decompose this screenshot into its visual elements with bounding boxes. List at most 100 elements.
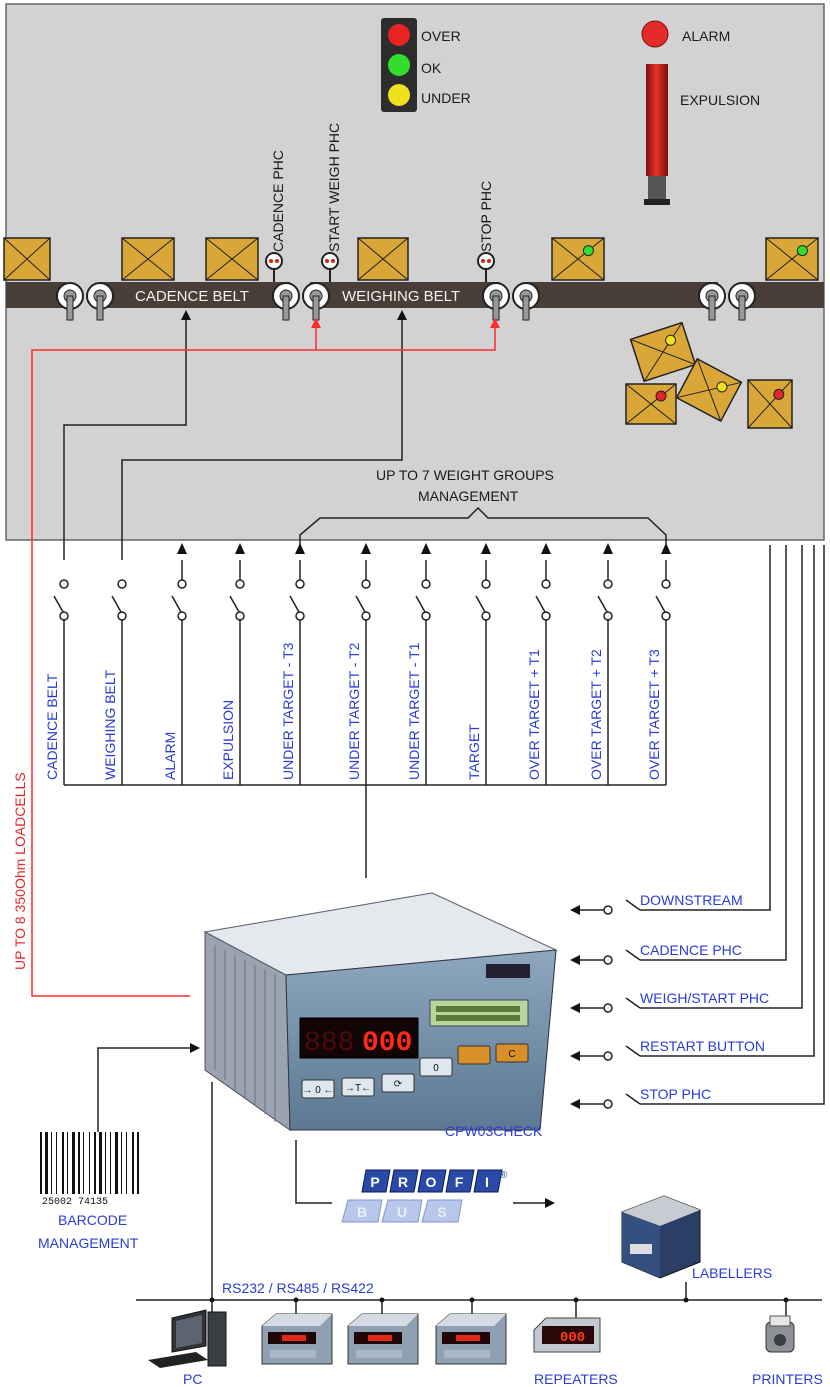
keypad-button: 0 — [419, 1057, 453, 1077]
svg-text:→ 0 ←: → 0 ← — [302, 1085, 333, 1096]
roller-icon — [728, 282, 756, 321]
pc-label: PC — [183, 1371, 202, 1387]
ok-lamp — [388, 54, 410, 76]
alarm-label: ALARM — [682, 28, 730, 44]
belt-control-lines — [63, 312, 403, 560]
labellers-label: LABELLERS — [692, 1265, 772, 1281]
input-label: WEIGH/START PHC — [640, 990, 769, 1006]
belt-rollers — [56, 282, 756, 321]
serial-bus-label: RS232 / RS485 / RS422 — [222, 1280, 374, 1296]
expulsion-cylinder — [644, 64, 670, 205]
weighing-belt-label: WEIGHING BELT — [342, 288, 460, 305]
output-switch: EXPULSION — [220, 543, 245, 785]
keypad-button: C — [495, 1043, 529, 1063]
input-switch: WEIGH/START PHC — [570, 545, 803, 1013]
output-label: TARGET — [466, 724, 482, 780]
indicator-icon — [261, 1313, 333, 1365]
roller-icon — [86, 282, 114, 321]
weight-groups-bracket — [299, 506, 667, 545]
output-label: OVER TARGET + T2 — [588, 649, 604, 780]
cadence-phc-label: CADENCE PHC — [270, 150, 286, 252]
keypad-button — [457, 1045, 491, 1065]
input-label: RESTART BUTTON — [640, 1038, 765, 1054]
ok-label: OK — [421, 60, 442, 76]
over-label: OVER — [421, 28, 461, 44]
output-switches: CADENCE BELT WEIGHING BELT ALARM EXPULSION U… — [44, 543, 671, 785]
printer-icon — [765, 1315, 795, 1353]
input-switch: RESTART BUTTON — [570, 545, 815, 1061]
roller-icon — [512, 282, 540, 321]
input-switch: STOP PHC — [570, 545, 825, 1109]
barcode-label-line2: MANAGEMENT — [38, 1235, 139, 1251]
conveyor-belts — [6, 282, 824, 308]
output-label: WEIGHING BELT — [102, 669, 118, 780]
weight-groups-line1: UP TO 7 WEIGHT GROUPS — [376, 467, 554, 483]
roller-icon — [698, 282, 726, 321]
cadence-belt-label: CADENCE BELT — [135, 288, 249, 305]
expulsion-label: EXPULSION — [680, 92, 760, 108]
output-switch: UNDER TARGET - T3 — [280, 543, 305, 785]
barcode-digits: 25002 74135 — [42, 1197, 108, 1208]
repeaters-label: REPEATERS — [534, 1371, 618, 1387]
output-switch: TARGET — [466, 543, 491, 785]
loadcells-label: UP TO 8 350Ohm LOADCELLS — [12, 772, 28, 970]
output-label: EXPULSION — [220, 700, 236, 780]
output-label: OVER TARGET + T3 — [646, 649, 662, 780]
output-switch: CADENCE BELT — [44, 579, 69, 785]
roller-icon — [272, 282, 300, 321]
output-label: UNDER TARGET - T2 — [346, 642, 362, 780]
keypad-button: → 0 ← — [301, 1079, 335, 1099]
svg-text:S: S — [437, 1204, 446, 1220]
barcode-label-line1: BARCODE — [58, 1212, 127, 1228]
output-label: UNDER TARGET - T1 — [406, 642, 422, 780]
svg-text:0: 0 — [433, 1063, 439, 1074]
box-icon — [765, 237, 819, 281]
output-label: UNDER TARGET - T3 — [280, 642, 296, 780]
output-switch: UNDER TARGET - T1 — [406, 543, 431, 785]
output-switch: OVER TARGET + T2 — [588, 543, 613, 785]
box-icon — [3, 237, 51, 281]
roller-icon — [56, 282, 84, 321]
photocell-icon — [321, 252, 339, 285]
svg-text:I: I — [485, 1174, 489, 1190]
roller-icon — [302, 282, 330, 321]
photocell-icon — [265, 252, 283, 285]
svg-text:P: P — [370, 1174, 379, 1190]
remote-indicators — [261, 1313, 507, 1365]
start-weigh-phc-label: START WEIGH PHC — [326, 123, 342, 252]
input-switch: CADENCE PHC — [570, 545, 787, 965]
repeater-display: 000 — [560, 1330, 585, 1346]
repeater-icon: 000 — [533, 1317, 601, 1353]
stop-phc-label: STOP PHC — [478, 181, 494, 252]
over-lamp — [388, 24, 410, 46]
svg-text:⟳: ⟳ — [394, 1079, 403, 1090]
svg-text:F: F — [455, 1174, 464, 1190]
output-label: OVER TARGET + T1 — [526, 649, 542, 780]
input-switch: DOWNSTREAM — [570, 545, 771, 915]
box-icon — [625, 383, 677, 425]
indicator-icon — [435, 1313, 507, 1365]
output-label: CADENCE BELT — [44, 673, 60, 780]
box-icon — [357, 237, 409, 281]
display-value: 000 — [362, 1028, 412, 1059]
output-label: ALARM — [162, 732, 178, 780]
box-icon — [121, 237, 175, 281]
box-icon — [629, 321, 697, 383]
printers-label: PRINTERS — [752, 1371, 823, 1387]
weight-groups-line2: MANAGEMENT — [418, 488, 519, 504]
output-switch: OVER TARGET + T3 — [646, 543, 671, 785]
under-label: UNDER — [421, 90, 471, 106]
traffic-light: OVER OK UNDER — [381, 18, 471, 112]
box-icon — [675, 357, 743, 423]
pc-icon — [148, 1309, 227, 1368]
under-lamp — [388, 84, 410, 106]
cpw03check-instrument: 888 000 → 0 ←→T←⟳0C — [203, 892, 558, 1131]
barcode-link — [97, 1047, 190, 1132]
alarm-lamp — [641, 20, 669, 48]
svg-text:→T←: →T← — [345, 1083, 371, 1094]
product-boxes — [3, 237, 819, 429]
output-switch: UNDER TARGET - T2 — [346, 543, 371, 785]
box-icon — [551, 237, 605, 281]
